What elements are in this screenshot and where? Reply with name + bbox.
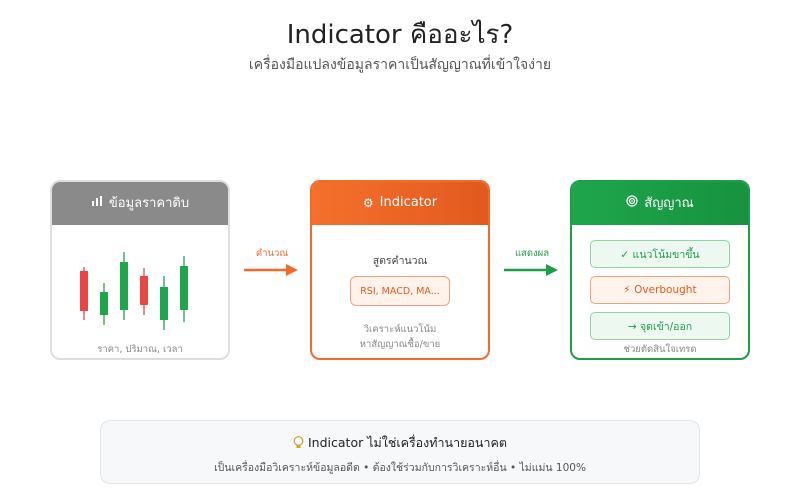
signal-card: สัญญาณ ✓ แนวโน้มขาขึ้น ⚡ Overbought → จุ… — [570, 180, 750, 360]
display-arrow: แสดงผล — [502, 246, 562, 276]
page-subtitle: เครื่องมือแปลงข้อมูลราคาเป็นสัญญาณที่เข้… — [248, 57, 552, 73]
raw-data-caption: ราคา, ปริมาณ, เวลา — [97, 344, 183, 355]
candle-body — [180, 266, 188, 310]
formula-chip: RSI, MACD, MA... — [350, 276, 450, 306]
signal-card-title: สัญญาณ — [644, 196, 694, 211]
page-title: Indicator คืออะไร? — [286, 20, 514, 50]
chart-icon — [91, 195, 103, 210]
disclaimer-note: Indicator ไม่ใช่เครื่องทำนายอนาคต เป็นเค… — [100, 420, 700, 484]
signal-card-header: สัญญาณ — [572, 182, 748, 225]
signal-entry-exit: → จุดเข้า/ออก — [590, 312, 730, 340]
indicator-card-header: ⚙ Indicator — [312, 182, 488, 225]
indicator-desc-line1: วิเคราะห์แนวโน้ม — [363, 324, 437, 335]
raw-data-card-title: ข้อมูลราคาดิบ — [108, 196, 190, 211]
arrow-right-icon — [504, 264, 558, 276]
gear-icon: ⚙ — [362, 195, 374, 210]
disclaimer-title-text: Indicator ไม่ใช่เครื่องทำนายอนาคต — [308, 435, 507, 450]
candle-body — [80, 271, 88, 311]
disclaimer-title: Indicator ไม่ใช่เครื่องทำนายอนาคต — [101, 433, 699, 453]
candlestick-chart — [80, 252, 188, 330]
candle-body — [120, 262, 128, 310]
candle-body — [100, 292, 108, 315]
signal-caption: ช่วยตัดสินใจเทรด — [623, 344, 697, 355]
indicator-card: ⚙ Indicator สูตรคำนวณ RSI, MACD, MA... ว… — [310, 180, 490, 360]
lightbulb-icon — [293, 436, 304, 452]
signal-uptrend: ✓ แนวโน้มขาขึ้น — [590, 240, 730, 268]
formula-title: สูตรคำนวณ — [372, 255, 428, 267]
raw-data-card: ข้อมูลราคาดิบ ราคา, ปริมาณ, เวลา — [50, 180, 230, 360]
disclaimer-subtitle: เป็นเครื่องมือวิเคราะห์ข้อมูลอดีต • ต้อง… — [214, 462, 586, 474]
target-icon — [626, 195, 638, 210]
candle-body — [140, 276, 148, 305]
arrow-right-icon — [244, 264, 298, 276]
calculate-arrow-label: คำนวณ — [255, 248, 289, 259]
signal-overbought: ⚡ Overbought — [590, 276, 730, 304]
raw-data-card-header: ข้อมูลราคาดิบ — [52, 182, 228, 225]
indicator-card-title: Indicator — [379, 195, 438, 210]
indicator-description: วิเคราะห์แนวโน้ม หาสัญญาณซื้อ/ขาย — [312, 322, 488, 352]
candle-body — [160, 287, 168, 320]
indicator-desc-line2: หาสัญญาณซื้อ/ขาย — [359, 339, 441, 350]
calculate-arrow: คำนวณ — [242, 246, 302, 276]
display-arrow-label: แสดงผล — [514, 248, 550, 259]
